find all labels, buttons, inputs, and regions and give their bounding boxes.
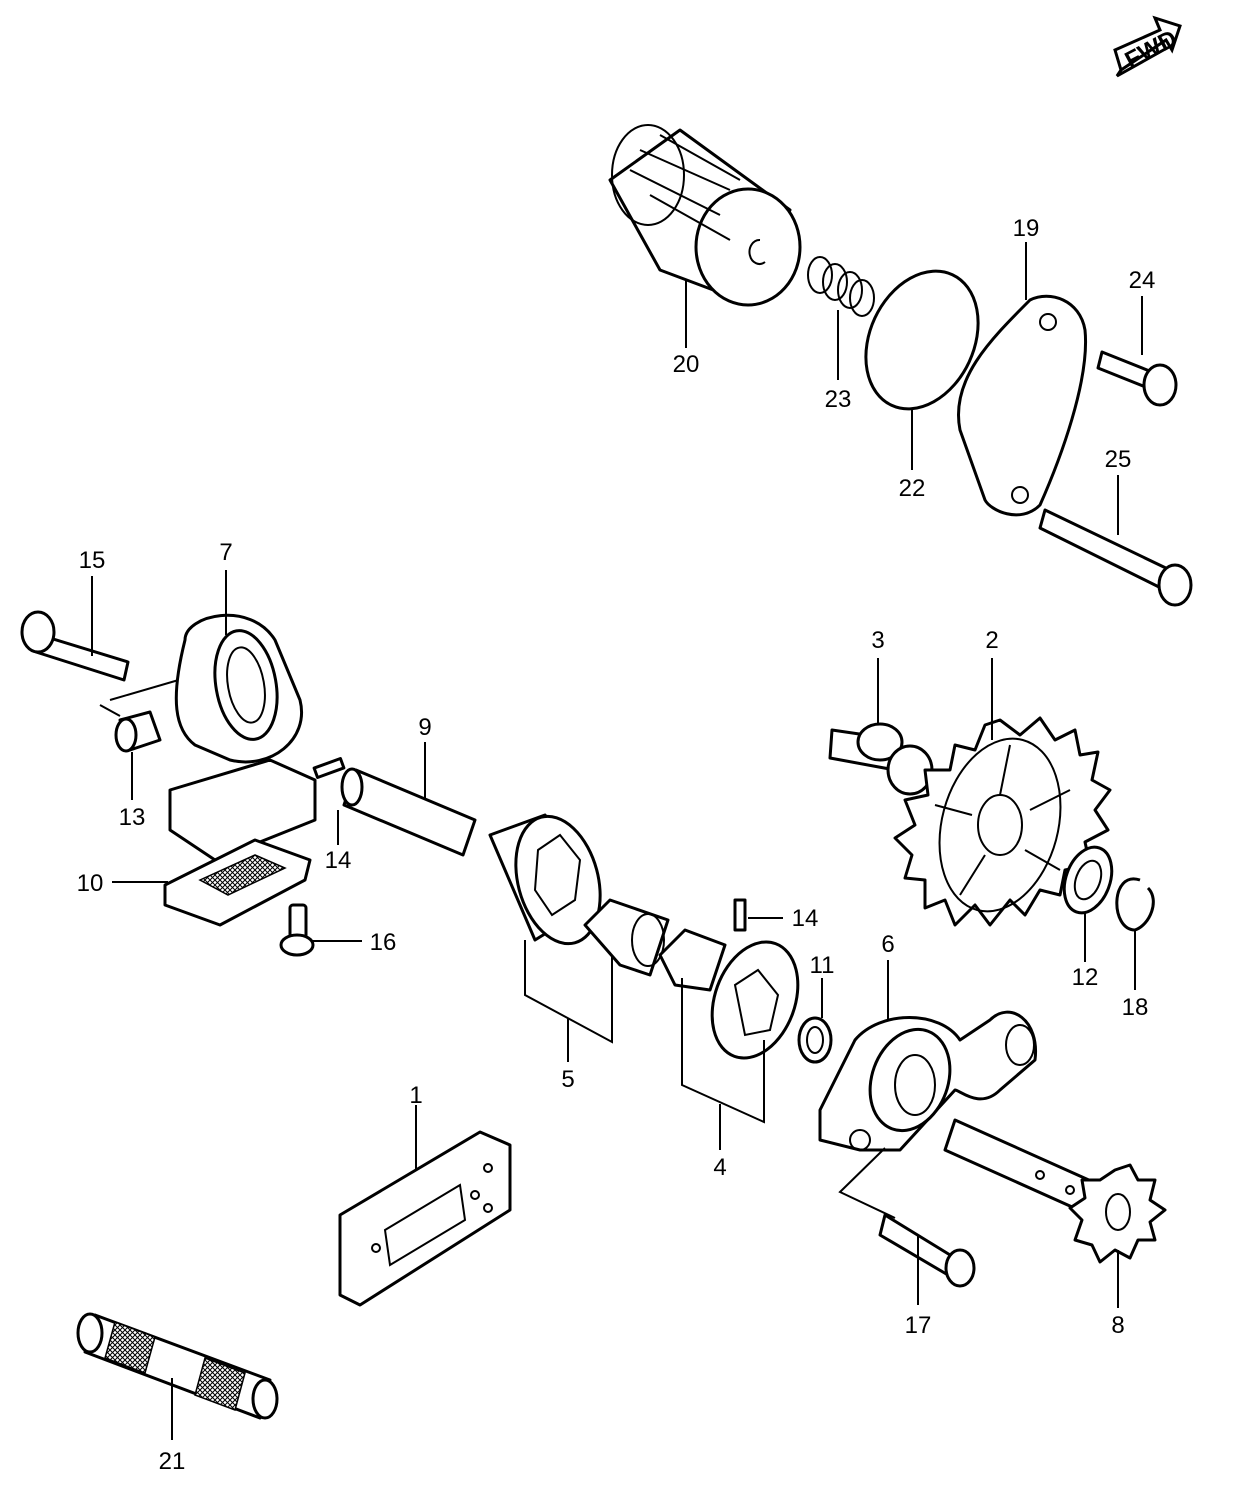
o-ring: [864, 269, 980, 411]
leader-bracket: [681, 978, 765, 1124]
oil-filter: [608, 124, 802, 307]
callout-8: 8: [1111, 1312, 1124, 1339]
callout-9: 9: [418, 714, 431, 741]
dowel-pin: [114, 710, 162, 753]
gear-washer: [1062, 845, 1114, 915]
filter-cap: [957, 294, 1088, 517]
callout-16: 16: [370, 929, 397, 956]
callout-14-lower: 14: [792, 905, 819, 932]
washer: [797, 1016, 833, 1064]
callout-18: 18: [1122, 994, 1149, 1021]
callout-22: 22: [899, 475, 926, 502]
callout-17: 17: [905, 1312, 932, 1339]
pump-shaft: [340, 767, 477, 857]
outer-rotor-2: [710, 940, 800, 1060]
circlip: [1115, 877, 1155, 932]
callout-21: 21: [159, 1448, 186, 1475]
callout-23: 23: [825, 386, 852, 413]
callout-7: 7: [219, 539, 232, 566]
callout-24: 24: [1129, 267, 1156, 294]
pin: [312, 757, 346, 779]
callout-2: 2: [985, 627, 998, 654]
outer-rotor: [488, 813, 602, 946]
callout-12: 12: [1072, 964, 1099, 991]
pin: [733, 898, 747, 932]
callout-19: 19: [1013, 215, 1040, 242]
pump-housing: [168, 613, 317, 862]
spring: [807, 256, 875, 317]
inner-rotor: [583, 898, 670, 977]
gasket: [338, 1130, 512, 1307]
small-bolt: [279, 903, 315, 957]
callout-14-upper: 14: [325, 847, 352, 874]
callout-5: 5: [561, 1066, 574, 1093]
gear-shaft: [828, 722, 934, 796]
callout-10: 10: [77, 870, 104, 897]
pump-cover: [818, 1010, 1038, 1152]
cover-bolt: [838, 1147, 976, 1288]
oil-screen: [76, 1312, 279, 1420]
impeller-shaft: [943, 1118, 1167, 1264]
cap-bolt-short: [1096, 350, 1178, 407]
cap-bolt-long: [1038, 508, 1193, 607]
callout-13: 13: [119, 804, 146, 831]
callout-15: 15: [79, 547, 106, 574]
callout-6: 6: [881, 931, 894, 958]
callout-1: 1: [409, 1082, 422, 1109]
inner-rotor-2: [658, 928, 727, 992]
callout-11: 11: [810, 952, 835, 979]
callout-3: 3: [871, 627, 884, 654]
callout-25: 25: [1105, 446, 1132, 473]
strainer-plate: [163, 838, 312, 927]
fwd-arrow-icon: FWD: [1113, 15, 1182, 78]
pump-gear: [893, 716, 1112, 927]
callout-20: 20: [673, 351, 700, 378]
callout-4: 4: [713, 1154, 726, 1181]
pump-bolt: [20, 610, 231, 717]
